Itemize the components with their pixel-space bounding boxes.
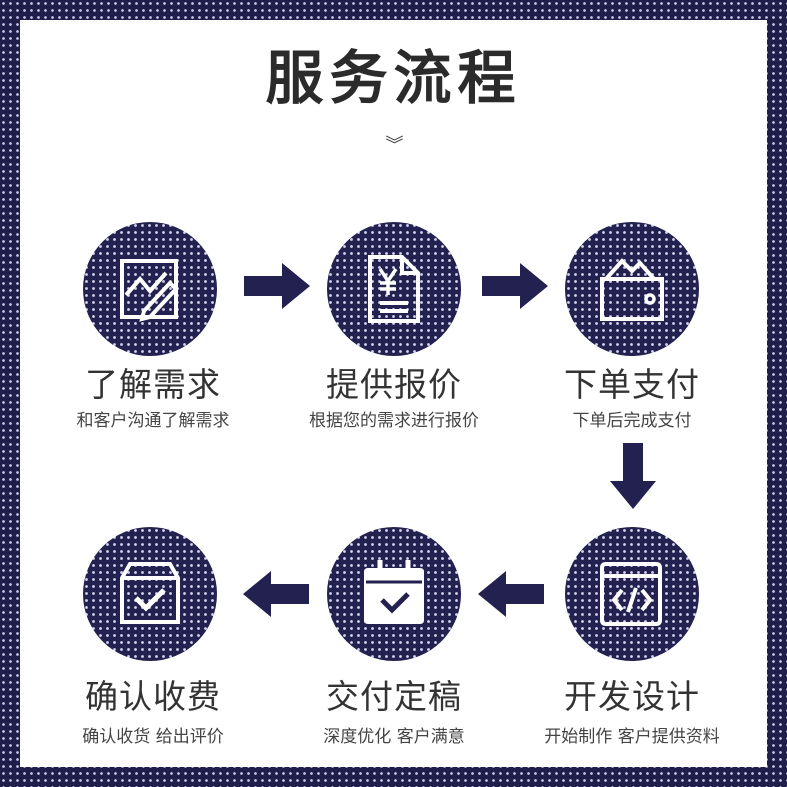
code-window-icon <box>600 562 662 626</box>
calendar-check-icon <box>364 560 424 624</box>
box-check-icon <box>120 562 180 624</box>
step-2-description: 根据您的需求进行报价 <box>309 411 479 431</box>
double-chevron-down-icon: ︾ <box>385 135 404 156</box>
step-1-icon-circle <box>83 222 217 356</box>
step-3-title: 下单支付 <box>564 365 700 404</box>
wallet-icon <box>600 258 664 321</box>
step-5-description: 深度优化 客户满意 <box>323 727 465 747</box>
step-2-title: 提供报价 <box>326 365 462 404</box>
arrow-left-icon <box>478 571 544 617</box>
quote-document-icon <box>368 255 420 323</box>
step-1-description: 和客户沟通了解需求 <box>76 411 230 431</box>
arrow-down-icon <box>610 443 656 509</box>
step-6-icon-circle <box>83 527 217 661</box>
step-1-title: 了解需求 <box>85 365 221 404</box>
arrow-right-icon <box>482 263 548 309</box>
step-6-description: 确认收货 给出评价 <box>82 727 224 747</box>
arrow-left-icon <box>243 571 309 617</box>
step-5-icon-circle <box>327 527 461 661</box>
step-4-description: 开始制作 客户提供资料 <box>544 727 720 747</box>
step-6-title: 确认收费 <box>85 677 221 716</box>
arrow-right-icon <box>244 263 310 309</box>
step-3-icon-circle <box>565 222 699 356</box>
step-4-title: 开发设计 <box>564 677 700 716</box>
step-3-description: 下单后完成支付 <box>572 411 692 431</box>
step-4-icon-circle <box>565 527 699 661</box>
chart-edit-icon <box>120 259 179 322</box>
page-title: 服务流程 <box>265 44 522 112</box>
step-5-title: 交付定稿 <box>326 677 462 716</box>
step-2-icon-circle <box>327 222 461 356</box>
